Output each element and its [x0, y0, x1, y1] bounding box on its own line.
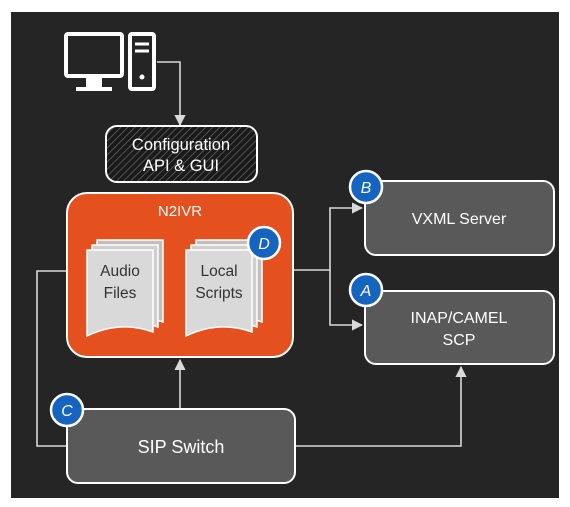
n2ivr-title: N2IVR: [158, 203, 202, 220]
scp-line-2: SCP: [443, 332, 476, 349]
badge-b-label: B: [361, 180, 372, 197]
badge-d-label: D: [258, 236, 270, 253]
badge-b: B: [348, 169, 384, 205]
badge-d: D: [246, 225, 282, 261]
badge-a: A: [348, 272, 384, 308]
badge-c: C: [49, 392, 85, 428]
audio-files-stack: Audio Files: [86, 239, 164, 338]
local-scripts-stack: Local Scripts: [185, 239, 263, 338]
connector-sip-to-audio: [36, 265, 86, 447]
vxml-server-label: VXML Server: [412, 211, 507, 228]
connector-n2ivr-to-scp: [329, 270, 364, 331]
sip-switch-label: SIP Switch: [138, 437, 225, 457]
local-scripts-line-2: Scripts: [195, 285, 243, 302]
configuration-box[interactable]: Configuration API & GUI: [105, 125, 258, 183]
pc-tower-icon: [128, 32, 156, 91]
vxml-server-box[interactable]: VXML Server: [364, 180, 555, 256]
desktop-monitor-icon: [64, 32, 124, 91]
audio-files-line-1: Audio: [100, 263, 140, 280]
scp-box[interactable]: INAP/CAMEL SCP: [364, 290, 555, 365]
computer-icon: [64, 32, 156, 91]
connector-computer-to-config: [157, 61, 186, 127]
n2ivr-box[interactable]: N2IVR Audio Files Local Scripts: [66, 192, 294, 358]
connector-sip-to-scp: [295, 365, 467, 447]
sip-switch-box[interactable]: SIP Switch: [66, 408, 296, 484]
config-line-2: API & GUI: [143, 157, 219, 175]
scp-line-1: INAP/CAMEL: [411, 310, 508, 327]
connectors: [36, 61, 467, 447]
connector-n2ivr-trunk: [293, 202, 364, 271]
local-scripts-line-1: Local: [200, 263, 237, 280]
config-line-1: Configuration: [132, 136, 230, 154]
badge-a-label: A: [360, 283, 372, 300]
badge-c-label: C: [61, 403, 73, 420]
audio-files-line-2: Files: [104, 285, 137, 302]
